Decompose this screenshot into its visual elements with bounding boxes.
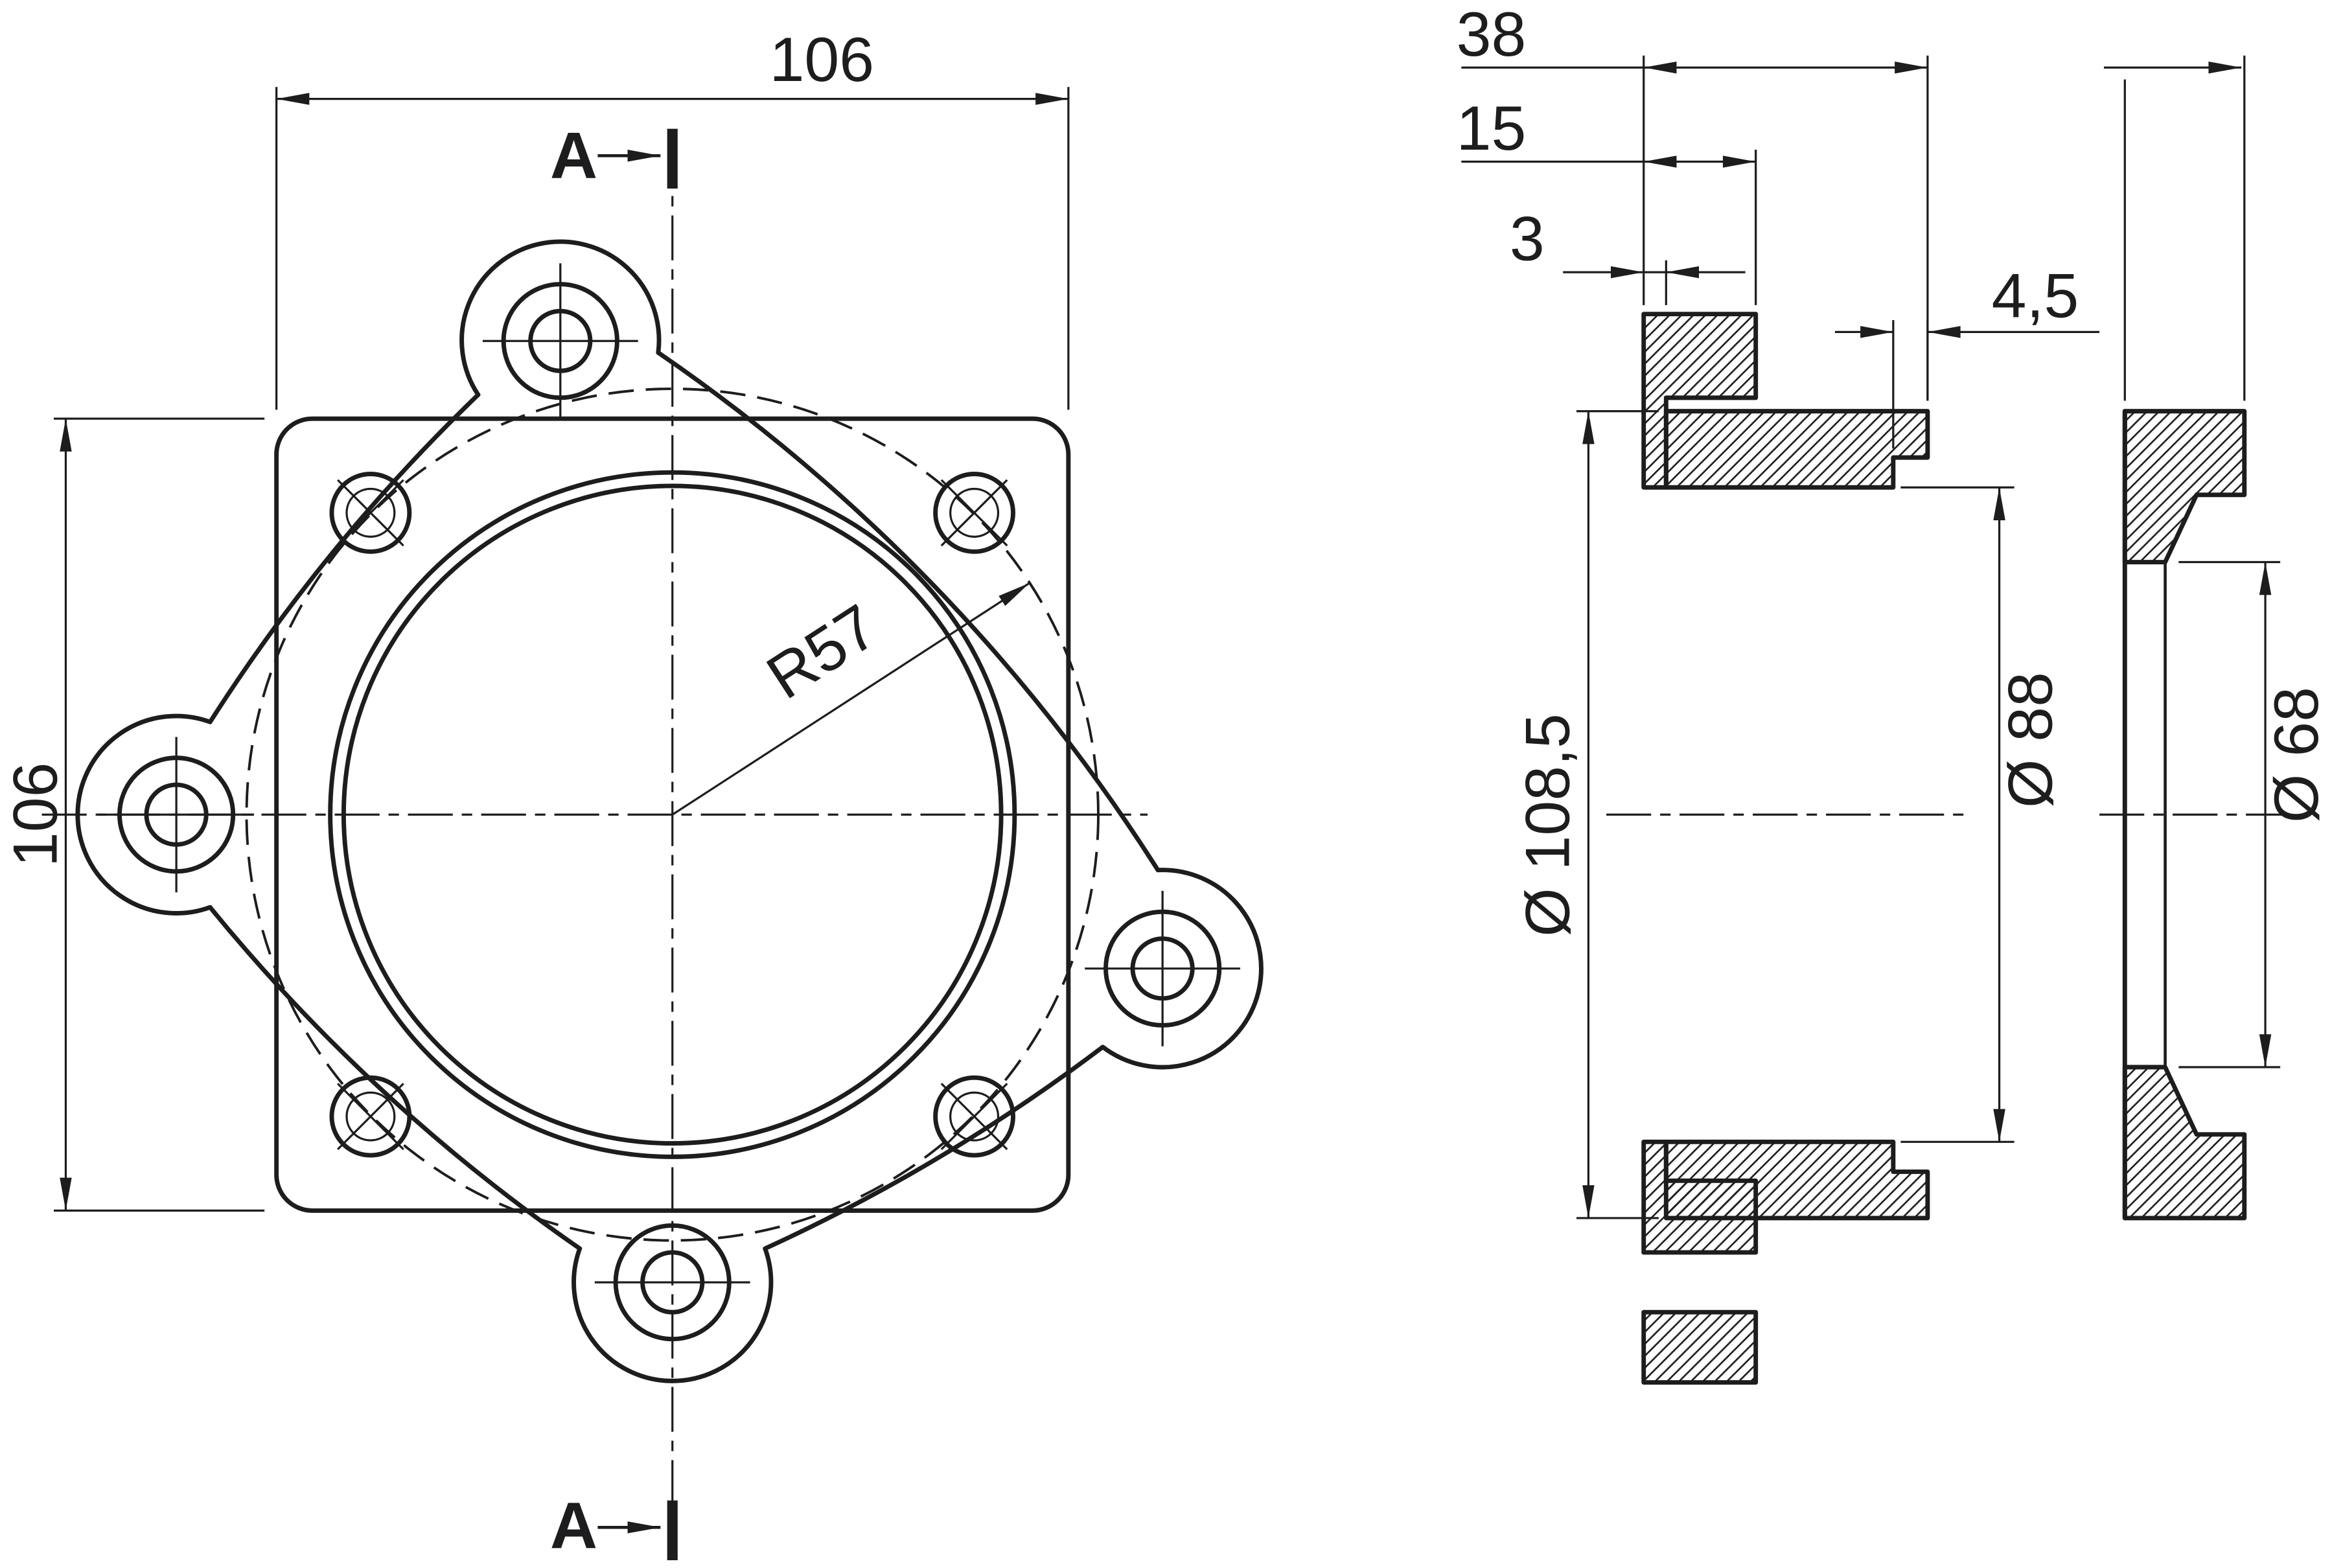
section-label-bottom: A <box>550 1489 597 1563</box>
dimension-width: 106 <box>275 24 1070 410</box>
ear-hole-top <box>482 263 638 419</box>
cross-hole-inner <box>345 487 396 538</box>
ear-hole-bottom <box>594 1223 750 1342</box>
dim-label-boss: 15 <box>1457 93 1527 163</box>
cross-mark <box>940 1083 1008 1150</box>
dim-label-rim: 4,5 <box>1992 260 2079 330</box>
cross-hole-lower-right <box>933 1075 1016 1158</box>
section-hatch-drum-top <box>1663 409 1930 490</box>
cross-hole-outer <box>933 1075 1016 1158</box>
radius-leader <box>671 582 1030 816</box>
cross-mark <box>337 479 404 547</box>
dim-label-bore-diameter: Ø 88 <box>1994 672 2065 808</box>
cross-hole-lower-left <box>329 1075 412 1158</box>
cross-mark <box>940 479 1008 547</box>
cross-hole-upper-left <box>329 472 412 554</box>
bore-chamfer-circle <box>328 470 1017 1159</box>
cross-hole-outer <box>933 472 1016 554</box>
bolt-circle <box>245 387 1100 1242</box>
dim-label-height: 106 <box>0 762 71 867</box>
cross-hole-outer <box>329 1075 412 1158</box>
dimension-outer-diameter: Ø 108,5 <box>1512 410 1659 1219</box>
cross-hole-outer <box>329 472 412 554</box>
dimension-inner-diameter: Ø 68 <box>2178 560 2331 1068</box>
ear-hole-left <box>98 737 255 893</box>
ear-hole-right <box>1085 890 1241 1046</box>
dimension-height: 106 <box>0 417 265 1212</box>
bore-circle <box>341 483 1004 1146</box>
section-hatch-plate-bottom-upper <box>1641 1139 1759 1255</box>
dim-label-width: 106 <box>770 24 875 95</box>
dimension-ring-width <box>2104 55 2246 401</box>
section-marker-top: A <box>550 119 678 192</box>
dim-label-depth: 38 <box>1457 0 1527 69</box>
cross-mark <box>337 1083 404 1150</box>
section-view: 38 15 3 4,5 Ø <box>1457 0 2100 1385</box>
dimension-boss-15: 15 <box>1457 93 1757 305</box>
cross-hole-upper-right <box>933 472 1016 554</box>
section-hatch-plate-top <box>1641 312 1759 490</box>
section-marker-bottom: A <box>550 1489 678 1563</box>
section-hatch-plate-bottom-lower <box>1641 1309 1759 1385</box>
section-label-top: A <box>550 119 597 192</box>
mounting-plate-outline <box>274 416 1071 1213</box>
dimension-rim-4-5: 4,5 <box>1834 260 2100 449</box>
dimension-plate-3: 3 <box>1510 203 1746 305</box>
dim-label-outer-diameter: Ø 108,5 <box>1512 713 1582 937</box>
dim-label-plate: 3 <box>1510 203 1545 274</box>
ring-view: Ø 68 <box>2099 55 2331 1221</box>
cross-hole-inner <box>345 1091 396 1142</box>
dim-label-inner-diameter: Ø 68 <box>2261 687 2331 823</box>
dimension-bore-diameter: Ø 88 <box>1900 486 2065 1143</box>
cross-hole-inner <box>949 1091 1000 1142</box>
cross-hole-inner <box>949 487 1000 538</box>
